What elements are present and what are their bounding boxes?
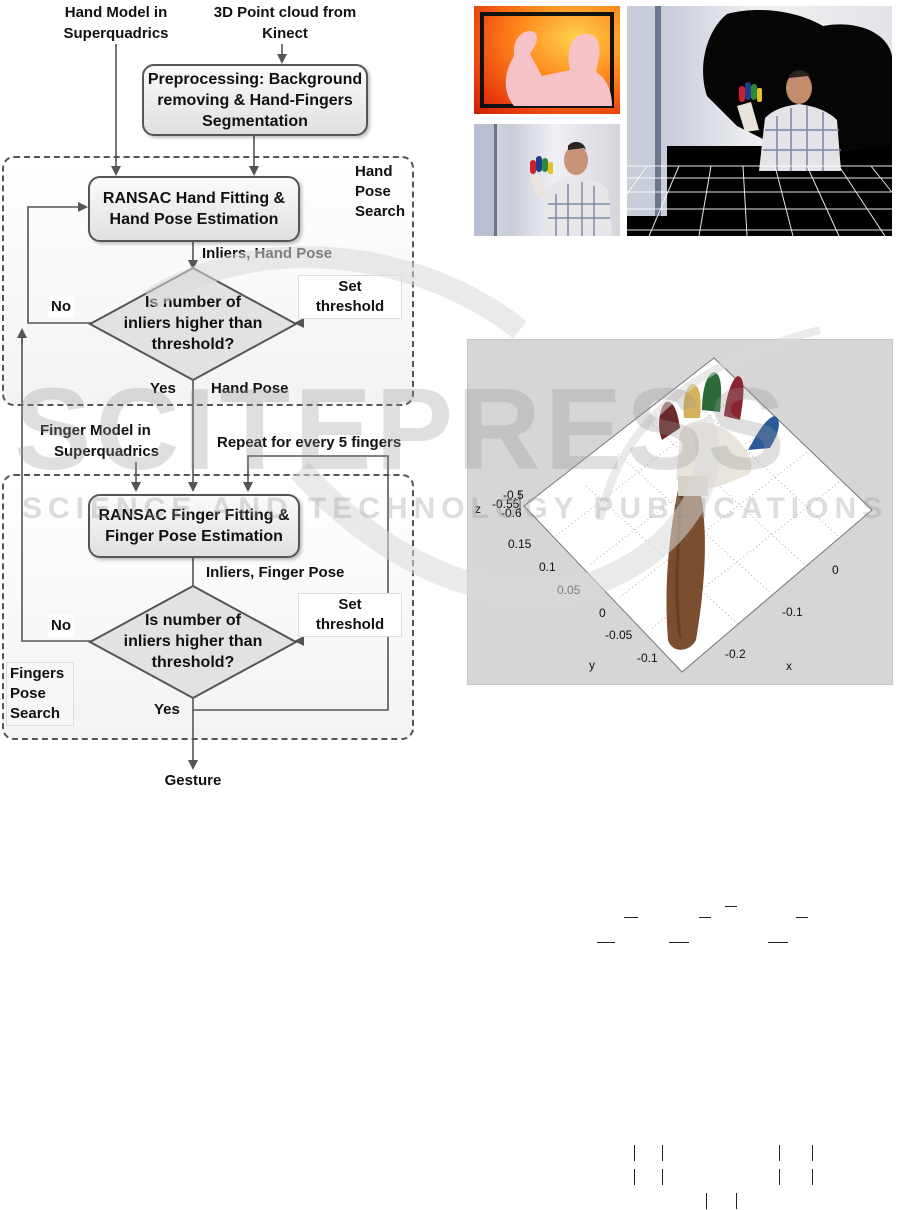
- arrow-no-loop-2: [21, 333, 92, 642]
- finger-model-label: Finger Model in Superquadrics: [40, 422, 160, 460]
- decision-diamond-finger: [87, 584, 299, 700]
- point-cloud-scene: [627, 6, 892, 236]
- z-axis-label: z: [475, 502, 481, 516]
- hand-pose-result-label: Hand Pose: [211, 380, 289, 397]
- x-axis-label: x: [786, 659, 792, 673]
- eq-abs-bar: [634, 1145, 635, 1161]
- hand-decision-text: Is number of inliers higher than thresho…: [123, 294, 263, 353]
- hand-no-label: No: [48, 296, 74, 318]
- eq-abs-bar: [662, 1169, 663, 1185]
- finger-decision-text: Is number of inliers higher than thresho…: [123, 612, 263, 671]
- eq-abs-bar: [634, 1169, 635, 1185]
- hand-model-label: Hand Model in Superquadrics: [63, 4, 169, 42]
- hand-threshold-note: Set threshold: [298, 275, 402, 319]
- rgb-image: [474, 124, 620, 236]
- hand-yes-label: Yes: [150, 380, 176, 397]
- eq-fraction-bar: [597, 942, 615, 943]
- y-tick-1: 0.15: [508, 537, 532, 551]
- x-tick-2: -0.1: [782, 605, 803, 619]
- hand-3d-plot: -0.5 -0.55 -0.6 z 0.15 0.1 0.05 0 -0.05 …: [467, 339, 893, 685]
- fingers-pose-search-label: Fingers Pose Search: [6, 662, 74, 726]
- eq-abs-bar: [736, 1193, 737, 1209]
- hand-fitting-box: RANSAC Hand Fitting & Hand Pose Estimati…: [88, 176, 300, 242]
- hand-3d-plot-canvas: [519, 357, 873, 673]
- eq-overline: [796, 917, 808, 918]
- eq-overline: [725, 906, 737, 907]
- gesture-label: Gesture: [164, 772, 222, 789]
- point-cloud-label: 3D Point cloud from Kinect: [213, 4, 357, 42]
- y-tick-6: -0.1: [637, 651, 658, 665]
- y-tick-5: -0.05: [605, 628, 633, 642]
- point-cloud-image: [627, 6, 892, 236]
- x-tick-3: -0.2: [725, 647, 746, 661]
- eq-fraction-bar: [669, 942, 689, 943]
- finger-fitting-box: RANSAC Finger Fitting & Finger Pose Esti…: [88, 494, 300, 558]
- eq-overline: [699, 917, 711, 918]
- repeat-label: Repeat for every 5 fingers: [217, 434, 402, 451]
- eq-abs-bar: [779, 1145, 780, 1161]
- finger-no-label: No: [48, 615, 74, 637]
- finger-threshold-note: Set threshold: [298, 593, 402, 637]
- y-tick-3: 0.05: [557, 583, 581, 597]
- x-tick-1: 0: [832, 563, 839, 577]
- hand-pose-search-label: Hand Pose Search: [355, 163, 406, 220]
- eq-abs-bar: [779, 1169, 780, 1185]
- finger-yes-label: Yes: [154, 701, 180, 718]
- eq-abs-bar: [662, 1145, 663, 1161]
- eq-overline: [624, 917, 638, 918]
- depth-image-silhouette: [480, 12, 614, 108]
- eq-abs-bar: [706, 1193, 707, 1209]
- preprocessing-box: Preprocessing: Background removing & Han…: [142, 64, 368, 136]
- rgb-image-person: [474, 124, 612, 236]
- z-tick-3: -0.6: [501, 506, 522, 520]
- finger-output-label: Inliers, Finger Pose: [206, 564, 345, 581]
- eq-abs-bar: [812, 1145, 813, 1161]
- arrow-no-loop-1: [27, 202, 92, 324]
- eq-abs-bar: [812, 1169, 813, 1185]
- y-axis-label: y: [589, 658, 595, 672]
- hand-output-label: Inliers, Hand Pose: [202, 245, 333, 262]
- y-tick-2: 0.1: [539, 560, 556, 574]
- eq-fraction-bar: [768, 942, 788, 943]
- depth-image: [474, 6, 620, 114]
- y-tick-4: 0: [599, 606, 606, 620]
